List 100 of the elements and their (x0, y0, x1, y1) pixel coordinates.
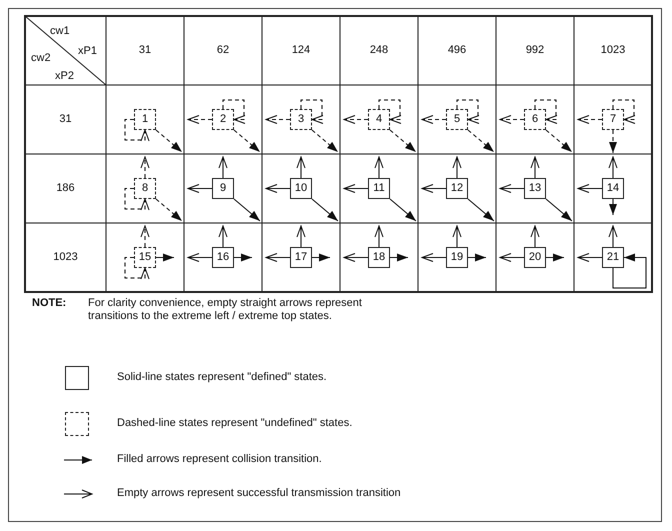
loop-arrow (534, 100, 558, 124)
arrow (344, 184, 368, 193)
arrow (422, 115, 446, 124)
loop-arrow (222, 100, 246, 124)
state-box: 15 (134, 247, 156, 268)
header-label: cw2 (31, 52, 51, 65)
state-box: 21 (602, 247, 624, 268)
arrow (390, 130, 416, 152)
state-box: 12 (446, 178, 468, 199)
arrow (266, 253, 290, 262)
arrow (530, 226, 540, 248)
column-header: 124 (290, 44, 312, 56)
state-box: 18 (368, 247, 390, 268)
state-box: 17 (290, 247, 312, 268)
legend-text: Empty arrows represent successful transmission transition (117, 487, 401, 500)
legend-text: Solid-line states represent "defined" states. (117, 371, 327, 384)
arrow (266, 184, 290, 193)
column-header: 248 (368, 44, 390, 56)
header-label: xP2 (55, 70, 74, 83)
arrow (546, 198, 572, 222)
state-box: 6 (524, 109, 546, 130)
arrow (452, 226, 462, 248)
arrow (500, 115, 524, 124)
arrow (422, 184, 446, 193)
arrow (374, 156, 384, 178)
loop-arrow (612, 100, 636, 124)
state-box: 7 (602, 109, 624, 130)
arrow (140, 226, 150, 248)
arrow (578, 115, 602, 124)
state-box: 11 (368, 178, 390, 199)
arrow (608, 226, 618, 248)
note-heading: NOTE: (32, 297, 66, 310)
column-header: 992 (524, 44, 546, 56)
arrow (156, 254, 174, 262)
state-box: 20 (524, 247, 546, 268)
state-box: 8 (134, 178, 156, 199)
arrow (344, 253, 368, 262)
arrow (266, 115, 290, 124)
arrow (234, 254, 252, 262)
arrow (530, 156, 540, 178)
arrow (609, 130, 617, 154)
loop-arrow (124, 257, 150, 280)
state-box: 5 (446, 109, 468, 130)
arrow (188, 115, 212, 124)
arrow (546, 130, 572, 152)
note-text: For clarity convenience, empty straight arrows represent transitions to the extreme left / extreme top states. (88, 297, 363, 323)
state-box: 14 (602, 178, 624, 199)
arrow (390, 254, 408, 262)
state-box: 1 (134, 109, 156, 130)
header-label: xP1 (78, 45, 97, 58)
arrow (234, 198, 260, 222)
arrow (312, 130, 338, 152)
loop-arrow (124, 188, 150, 210)
column-header: 62 (216, 44, 230, 56)
state-box: 9 (212, 178, 234, 199)
arrow (390, 198, 416, 222)
arrow (156, 130, 182, 152)
arrow (218, 226, 228, 248)
legend-text: Dashed-line states represent "undefined" states. (117, 417, 352, 430)
arrow (578, 184, 602, 193)
arrow (188, 184, 212, 193)
arrow (188, 253, 212, 262)
row-header: 31 (58, 112, 73, 126)
arrow (609, 198, 617, 216)
arrow (500, 184, 524, 193)
loop-arrow (378, 100, 402, 124)
arrow (296, 226, 306, 248)
arrow (468, 130, 494, 152)
arrow (140, 156, 150, 178)
arrow (312, 198, 338, 222)
column-header: 1023 (600, 44, 626, 56)
arrow (608, 156, 618, 178)
arrow (344, 115, 368, 124)
loop-arrow (124, 119, 150, 142)
column-header: 496 (446, 44, 468, 56)
state-box: 4 (368, 109, 390, 130)
state-box: 10 (290, 178, 312, 199)
arrow (468, 254, 486, 262)
arrow (578, 253, 602, 262)
column-header: 31 (138, 44, 152, 56)
arrow (500, 253, 524, 262)
loop-arrow (300, 100, 324, 124)
row-header: 186 (55, 182, 76, 194)
arrow (452, 156, 462, 178)
loop-arrow (456, 100, 480, 124)
arrow (296, 156, 306, 178)
arrow (312, 254, 330, 262)
arrow (468, 198, 494, 222)
arrow (374, 226, 384, 248)
row-header: 1023 (52, 250, 79, 264)
arrow (156, 198, 182, 222)
state-box: 19 (446, 247, 468, 268)
loop-arrow (612, 254, 646, 288)
arrow (218, 156, 228, 178)
arrow (546, 254, 564, 262)
header-label: cw1 (50, 25, 70, 38)
legend-text: Filled arrows represent collision transition. (117, 453, 322, 466)
state-box: 13 (524, 178, 546, 199)
state-box: 2 (212, 109, 234, 130)
arrow (234, 130, 260, 152)
